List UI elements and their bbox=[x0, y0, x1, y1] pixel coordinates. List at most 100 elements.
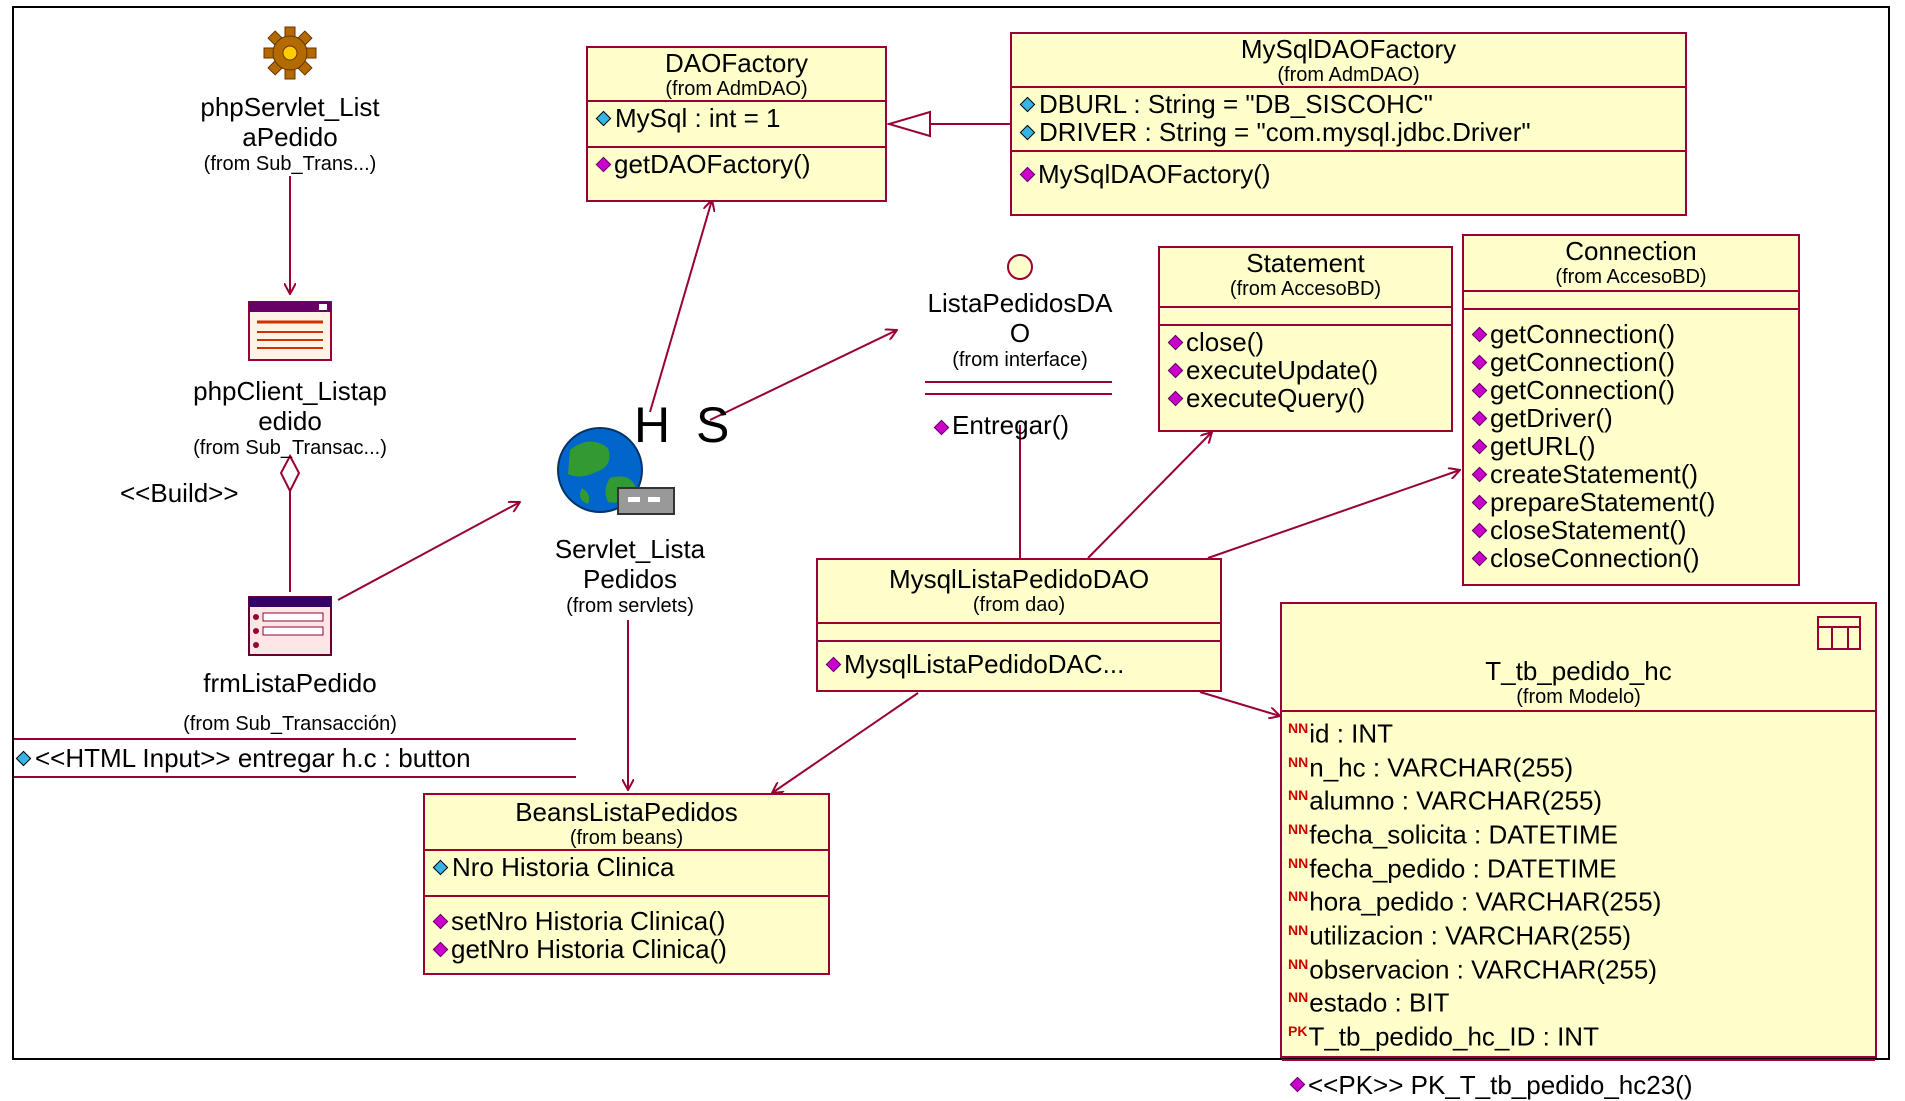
class-beanslistapedidos[interactable]: BeansListaPedidos (from beans) Nro Histo… bbox=[423, 793, 830, 975]
column-row: PKT_tb_pedido_hc_ID : INT bbox=[1288, 1021, 1599, 1052]
interface-name-line2: O bbox=[1009, 318, 1031, 348]
operation-icon bbox=[432, 941, 449, 957]
attribute-icon bbox=[1019, 124, 1036, 140]
attribute-icon bbox=[595, 110, 612, 126]
operation-icon bbox=[1471, 438, 1488, 454]
attribute-row: MySql : int = 1 bbox=[594, 104, 881, 132]
operation-icon bbox=[1471, 354, 1488, 370]
edge-mysql-statement bbox=[1087, 432, 1212, 559]
attribute-icon bbox=[1019, 96, 1036, 112]
interface-separator bbox=[925, 381, 1112, 395]
operation-icon bbox=[1167, 362, 1184, 378]
edge-servlet-interface bbox=[709, 330, 897, 421]
class-package: (from beans) bbox=[569, 827, 684, 849]
operation-icon bbox=[933, 419, 950, 436]
operation-row: closeStatement() bbox=[1470, 516, 1794, 544]
operation-icon bbox=[1471, 494, 1488, 510]
column-row: NNalumno : VARCHAR(255) bbox=[1288, 785, 1603, 816]
operation-row: setNro Historia Clinica() bbox=[431, 907, 824, 935]
column-row: NNn_hc : VARCHAR(255) bbox=[1288, 752, 1574, 783]
operation-row: getNro Historia Clinica() bbox=[431, 935, 824, 963]
operation-row: <<PK>> PK_T_tb_pedido_hc23() bbox=[1288, 1071, 1871, 1099]
component-name-line2: edido bbox=[258, 406, 322, 436]
servlet-stereotype: H S bbox=[634, 397, 736, 453]
attribute-row: Nro Historia Clinica bbox=[431, 853, 824, 881]
class-package: (from AccesoBD) bbox=[1555, 266, 1707, 288]
operation-row: closeConnection() bbox=[1470, 544, 1794, 572]
operation-icon bbox=[595, 156, 612, 172]
aggregation-diamond bbox=[279, 453, 301, 494]
attribute-row: DBURL : String = "DB_SISCOHC" bbox=[1018, 90, 1681, 118]
operation-row: getDriver() bbox=[1470, 404, 1794, 432]
component-package: (from Sub_Transac...) bbox=[193, 437, 387, 459]
component-name-line1: phpClient_Listap bbox=[193, 376, 387, 406]
operation-icon bbox=[432, 913, 449, 929]
generalization-triangle bbox=[885, 110, 931, 138]
operation-icon bbox=[1471, 466, 1488, 482]
php-client-component[interactable]: phpClient_Listap edido (from Sub_Transac… bbox=[150, 376, 430, 460]
operation-icon bbox=[1471, 382, 1488, 398]
operation-icon bbox=[1167, 334, 1184, 350]
operation-row: MySqlDAOFactory() bbox=[1018, 160, 1681, 188]
operation-row: close() bbox=[1166, 328, 1447, 356]
edge-form-servlet bbox=[337, 502, 520, 601]
gear-icon bbox=[263, 26, 317, 80]
operation-row: getURL() bbox=[1470, 432, 1794, 460]
form-attribute-row: <<HTML Input>> entregar h.c : button bbox=[14, 738, 576, 778]
form-component[interactable]: frmListaPedido bbox=[150, 668, 430, 698]
operation-row: MysqlListaPedidoDAC... bbox=[824, 650, 1216, 678]
operation-row: executeUpdate() bbox=[1166, 356, 1447, 384]
interface-listapedidosdao[interactable]: ListaPedidosDA O (from interface) bbox=[890, 288, 1150, 372]
operation-icon bbox=[1471, 550, 1488, 566]
class-name: MySqlDAOFactory bbox=[1240, 34, 1457, 64]
servlet-package: (from servlets) bbox=[566, 595, 694, 617]
class-package: (from Modelo) bbox=[1516, 686, 1641, 708]
component-name-line1: phpServlet_List bbox=[200, 92, 380, 122]
operation-icon bbox=[1471, 522, 1488, 538]
column-row: NNfecha_solicita : DATETIME bbox=[1288, 819, 1618, 850]
attribute-row: DRIVER : String = "com.mysql.jdbc.Driver… bbox=[1018, 118, 1681, 146]
class-name: T_tb_pedido_hc bbox=[1485, 656, 1672, 686]
column-row: NNhora_pedido : VARCHAR(255) bbox=[1288, 886, 1662, 917]
class-connection[interactable]: Connection (from AccesoBD) getConnection… bbox=[1462, 234, 1800, 586]
interface-name-line1: ListaPedidosDA bbox=[927, 288, 1113, 318]
component-name-line2: aPedido bbox=[242, 122, 338, 152]
class-daofactory[interactable]: DAOFactory (from AdmDAO) MySql : int = 1… bbox=[586, 46, 887, 202]
class-package: (from dao) bbox=[972, 594, 1066, 616]
servlet-component[interactable]: Servlet_Lista Pedidos (from servlets) bbox=[500, 534, 760, 618]
class-package: (from AdmDAO) bbox=[1277, 64, 1420, 86]
attribute-icon bbox=[15, 750, 32, 766]
column-row: NNfecha_pedido : DATETIME bbox=[1288, 853, 1617, 884]
class-package: (from AdmDAO) bbox=[665, 78, 808, 100]
servlet-name-line2: Pedidos bbox=[583, 564, 677, 594]
operation-row: getConnection() bbox=[1470, 376, 1794, 404]
operation-icon bbox=[1289, 1076, 1306, 1093]
form-icon bbox=[248, 596, 332, 656]
interface-package: (from interface) bbox=[952, 349, 1088, 371]
class-mysqllistapedidodao[interactable]: MysqlListaPedidoDAO (from dao) MysqlList… bbox=[816, 558, 1222, 692]
class-name: BeansListaPedidos bbox=[515, 797, 738, 827]
class-statement[interactable]: Statement (from AccesoBD) close() execut… bbox=[1158, 246, 1453, 432]
globe-icon bbox=[557, 427, 675, 515]
class-name: Connection bbox=[1565, 236, 1697, 266]
column-row: NNobservacion : VARCHAR(255) bbox=[1288, 954, 1657, 985]
column-row: NNid : INT bbox=[1288, 718, 1394, 749]
interface-operation: Entregar() bbox=[932, 410, 1132, 441]
operation-icon bbox=[1019, 166, 1036, 182]
operation-row: executeQuery() bbox=[1166, 384, 1447, 412]
class-name: MysqlListaPedidoDAO bbox=[888, 564, 1150, 594]
php-servlet-component[interactable]: phpServlet_List aPedido (from Sub_Trans.… bbox=[160, 92, 420, 176]
operation-row: prepareStatement() bbox=[1470, 488, 1794, 516]
operation-row: getConnection() bbox=[1470, 348, 1794, 376]
diagram-frame bbox=[12, 6, 1890, 1060]
form-package: (from Sub_Transacción) bbox=[183, 713, 397, 735]
operation-row: getDAOFactory() bbox=[594, 150, 881, 178]
table-t-tb-pedido-hc[interactable]: T_tb_pedido_hc (from Modelo) NNid : INT … bbox=[1280, 602, 1877, 1099]
component-package: (from Sub_Trans...) bbox=[203, 153, 377, 175]
build-stereotype-label: <<Build>> bbox=[120, 478, 239, 508]
class-package: (from AccesoBD) bbox=[1229, 278, 1382, 300]
operation-icon bbox=[1471, 410, 1488, 426]
column-row: NNutilizacion : VARCHAR(255) bbox=[1288, 920, 1631, 951]
class-mysqldaofactory[interactable]: MySqlDAOFactory (from AdmDAO) DBURL : St… bbox=[1010, 32, 1687, 216]
edge-mysql-beans bbox=[772, 692, 919, 793]
